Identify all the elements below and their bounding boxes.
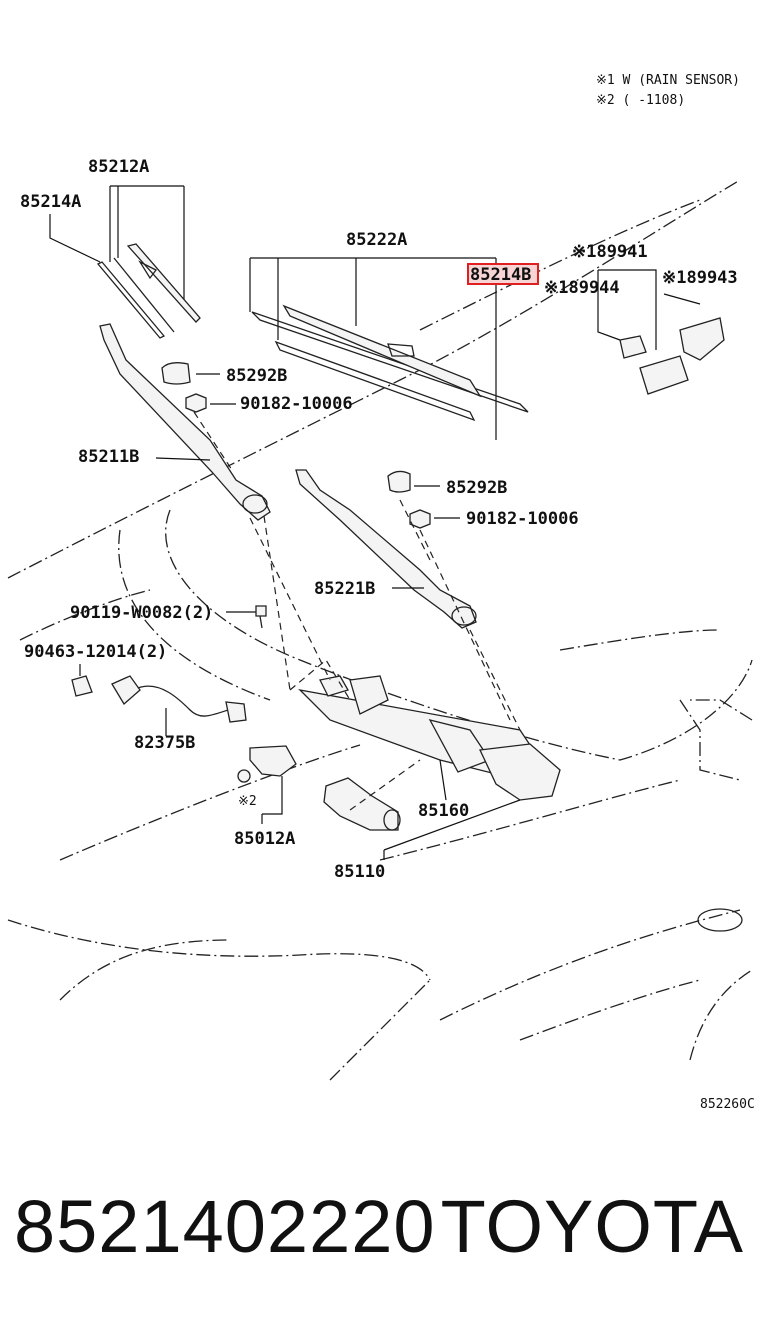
linkage-motor — [193, 411, 561, 860]
label-85292B-left: 85292B — [226, 366, 287, 386]
label-90119: 90119-W0082(2) — [70, 603, 213, 623]
rain-sensor-parts — [597, 269, 725, 395]
label-89943: ※189943 — [662, 268, 738, 288]
label-85211B: 85211B — [78, 447, 139, 467]
svg-text:85214B: 85214B — [470, 265, 531, 285]
label-85221B: 85221B — [314, 579, 375, 599]
wiper-arm-right — [295, 469, 477, 629]
wiper-arm-left — [99, 323, 271, 521]
vehicle-body-outline — [7, 179, 753, 1081]
label-85212A: 85212A — [88, 157, 149, 177]
label-90463: 90463-12014(2) — [24, 642, 167, 662]
label-85160: 85160 — [418, 801, 469, 821]
blade-left — [49, 185, 201, 339]
blade-right — [249, 257, 529, 440]
label-note2: ※2 — [238, 794, 257, 809]
part-number: 8521402220 — [14, 1185, 436, 1268]
label-85292B-right: 85292B — [446, 478, 507, 498]
label-89941: ※189941 — [572, 242, 648, 262]
diagram-code: 852260C — [700, 1097, 755, 1112]
bracket-85012A — [237, 745, 297, 824]
cap-nut-left — [161, 362, 236, 413]
label-82375B: 82375B — [134, 733, 195, 753]
note-date-range: ※2 ( -1108) — [596, 93, 685, 108]
note-rain-sensor: ※1 W (RAIN SENSOR) — [596, 73, 740, 88]
label-85214A: 85214A — [20, 192, 81, 212]
label-85222A: 85222A — [346, 230, 407, 250]
label-85110: 85110 — [334, 862, 385, 882]
label-90182-right: 90182-10006 — [466, 509, 579, 529]
label-85012A: 85012A — [234, 829, 295, 849]
label-89944: ※189944 — [544, 278, 620, 298]
parts-diagram: ※1 W (RAIN SENSOR) ※2 ( -1108) — [7, 73, 755, 1112]
brand-name: TOYOTA — [440, 1185, 744, 1268]
label-90182-left: 90182-10006 — [240, 394, 353, 414]
cap-nut-right — [387, 470, 460, 529]
highlight-85214B: 85214B — [467, 263, 539, 285]
hose-clips — [71, 605, 267, 736]
